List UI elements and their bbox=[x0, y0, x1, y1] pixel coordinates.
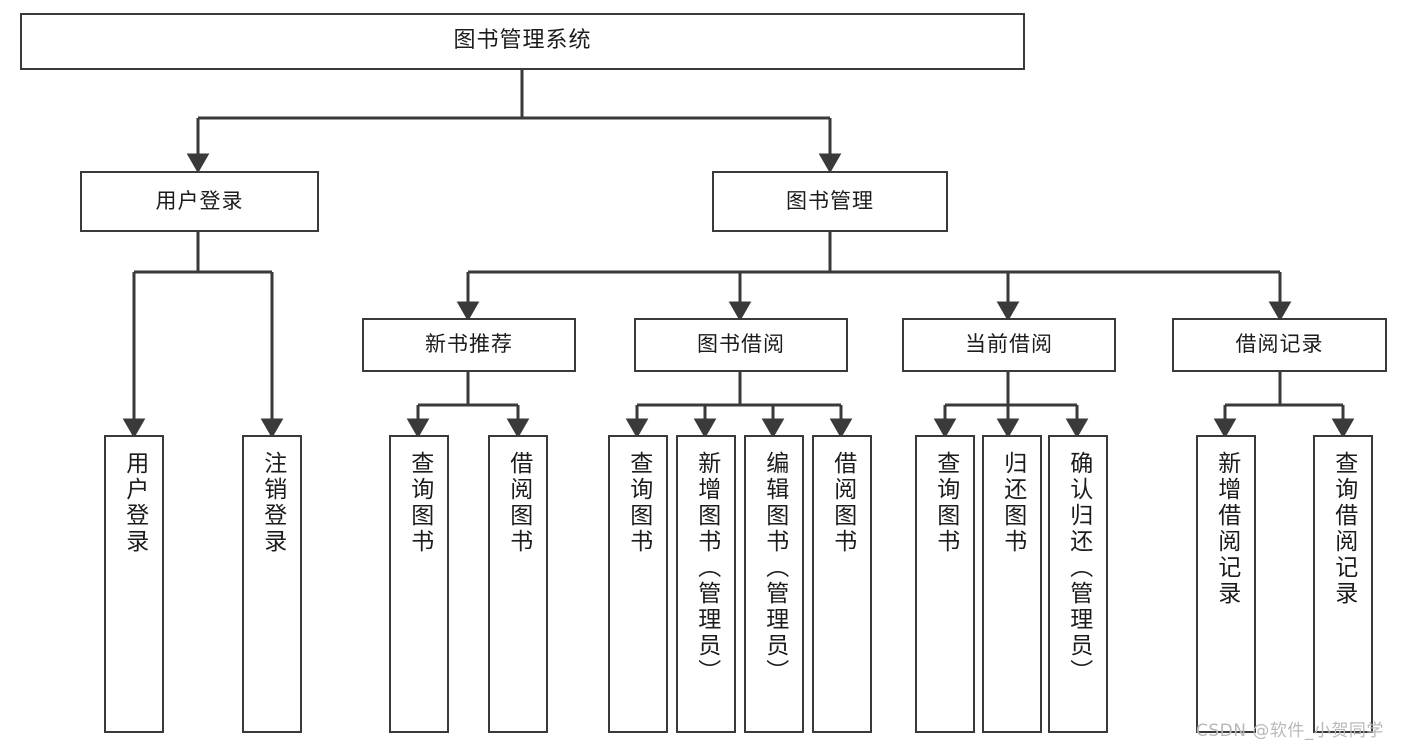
leaf-query-books-borrowing[interactable]: 查询图书 bbox=[608, 435, 668, 733]
node-label: 图书管理 bbox=[786, 188, 874, 213]
node-label: 编辑图书（管理员） bbox=[761, 451, 788, 685]
leaf-query-books-current[interactable]: 查询图书 bbox=[915, 435, 975, 733]
node-label: 注销登录 bbox=[259, 451, 286, 555]
node-book-management[interactable]: 图书管理 bbox=[712, 171, 948, 232]
csdn-watermark: CSDN @软件_小贺同学 bbox=[1196, 721, 1384, 741]
node-label: 当前借阅 bbox=[965, 332, 1053, 357]
leaf-query-borrowing-record[interactable]: 查询借阅记录 bbox=[1313, 435, 1373, 733]
node-root-book-management-system[interactable]: 图书管理系统 bbox=[20, 13, 1025, 70]
node-label: 用户登录 bbox=[121, 451, 148, 555]
node-user-login[interactable]: 用户登录 bbox=[80, 171, 319, 232]
node-label: 查询图书 bbox=[625, 451, 652, 555]
leaf-edit-book-admin[interactable]: 编辑图书（管理员） bbox=[744, 435, 804, 733]
node-label: 归还图书 bbox=[999, 451, 1026, 555]
node-label: 查询图书 bbox=[932, 451, 959, 555]
node-label: 确认归还（管理员） bbox=[1065, 451, 1092, 685]
leaf-borrow-books-borrowing[interactable]: 借阅图书 bbox=[812, 435, 872, 733]
leaf-confirm-return-admin[interactable]: 确认归还（管理员） bbox=[1048, 435, 1108, 733]
node-label: 查询借阅记录 bbox=[1330, 451, 1357, 607]
leaf-logout-login[interactable]: 注销登录 bbox=[242, 435, 302, 733]
node-current-borrowing[interactable]: 当前借阅 bbox=[902, 318, 1116, 372]
node-new-book-recommendation[interactable]: 新书推荐 bbox=[362, 318, 576, 372]
node-label: 新增图书（管理员） bbox=[693, 451, 720, 685]
node-book-borrowing[interactable]: 图书借阅 bbox=[634, 318, 848, 372]
leaf-add-book-admin[interactable]: 新增图书（管理员） bbox=[676, 435, 736, 733]
node-label: 借阅图书 bbox=[505, 451, 532, 555]
node-label: 查询图书 bbox=[406, 451, 433, 555]
node-label: 新书推荐 bbox=[425, 332, 513, 357]
node-label: 图书管理系统 bbox=[453, 28, 592, 54]
node-label: 新增借阅记录 bbox=[1213, 451, 1240, 607]
leaf-query-books-recommendation[interactable]: 查询图书 bbox=[389, 435, 449, 733]
node-label: 借阅图书 bbox=[829, 451, 856, 555]
leaf-add-borrowing-record[interactable]: 新增借阅记录 bbox=[1196, 435, 1256, 733]
leaf-borrow-books-recommendation[interactable]: 借阅图书 bbox=[488, 435, 548, 733]
node-borrowing-records[interactable]: 借阅记录 bbox=[1172, 318, 1387, 372]
leaf-user-login[interactable]: 用户登录 bbox=[104, 435, 164, 733]
node-label: 借阅记录 bbox=[1235, 332, 1324, 357]
node-label: 用户登录 bbox=[155, 188, 244, 213]
leaf-return-books[interactable]: 归还图书 bbox=[982, 435, 1042, 733]
node-label: 图书借阅 bbox=[697, 332, 785, 357]
